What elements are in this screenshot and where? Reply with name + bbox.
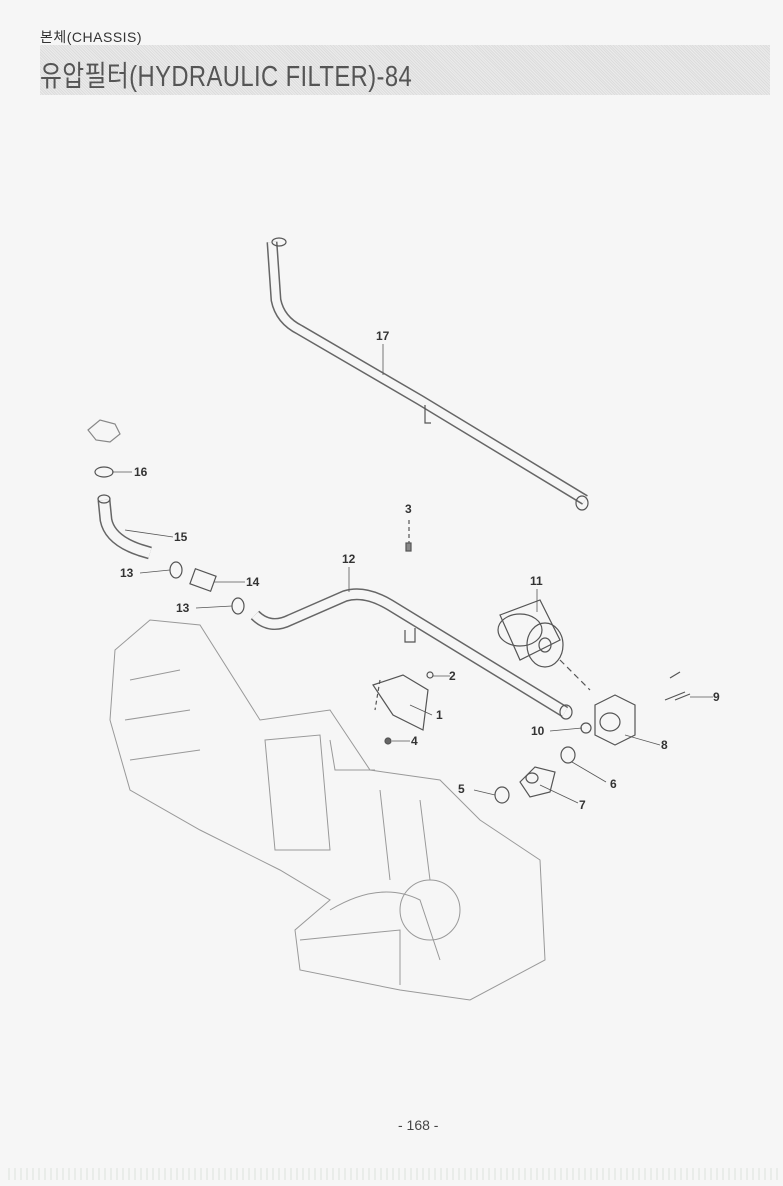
- callout-1: 1: [436, 708, 443, 722]
- callout-17: 17: [376, 329, 390, 343]
- callout-14: 14: [246, 575, 260, 589]
- callout-15: 15: [174, 530, 188, 544]
- page-title: 유압필터(HYDRAULIC FILTER)-84: [40, 61, 413, 93]
- leader-lines: [112, 344, 713, 804]
- callout-4: 4: [411, 734, 418, 748]
- callout-5: 5: [458, 782, 465, 796]
- parts-15-16: [87, 419, 152, 560]
- section-label: 본체(CHASSIS): [40, 29, 143, 45]
- part-12-pipe: [250, 588, 573, 720]
- callout-12: 12: [342, 552, 356, 566]
- part-11-filter: [497, 599, 591, 691]
- callout-13: 13: [120, 566, 134, 580]
- parts-5-10: [494, 671, 691, 804]
- callout-11: 11: [530, 574, 543, 588]
- callout-6: 6: [610, 777, 617, 791]
- callout-16: 16: [134, 465, 148, 479]
- title-bar: 유압필터(HYDRAULIC FILTER)-84: [40, 45, 770, 95]
- parts-1-4: [372, 520, 434, 745]
- part-17-pipe: [266, 237, 589, 511]
- callout-7: 7: [579, 798, 586, 812]
- callout-2: 2: [449, 669, 456, 683]
- callout-3: 3: [405, 502, 412, 516]
- scan-artifact-strip: [8, 1168, 778, 1180]
- page-number: - 168 -: [398, 1117, 439, 1133]
- callout-10: 10: [531, 724, 545, 738]
- callout-9: 9: [713, 690, 720, 704]
- callout-8: 8: [661, 738, 668, 752]
- callout-13: 13: [176, 601, 190, 615]
- transmission-housing: [109, 619, 546, 1001]
